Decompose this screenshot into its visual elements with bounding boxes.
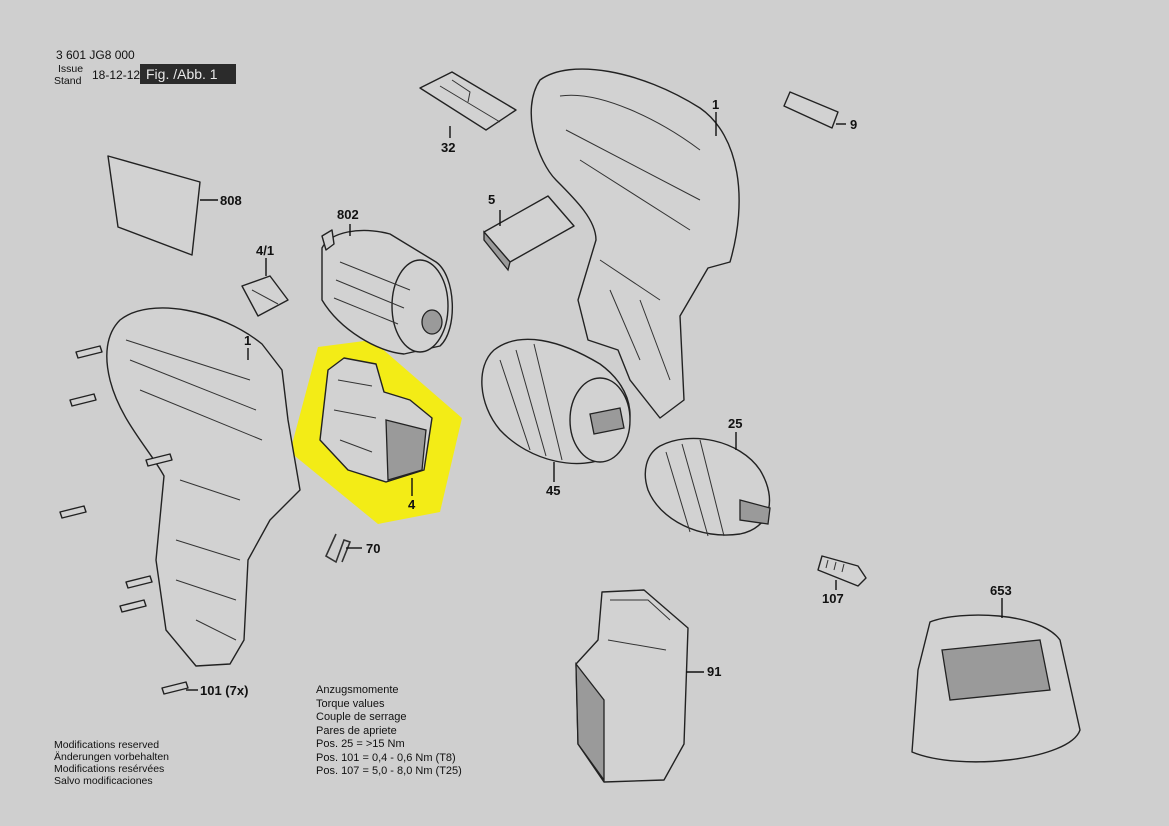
callout-808: 808	[220, 193, 242, 208]
torque-line: Torque values	[316, 697, 385, 710]
callout-91: 91	[707, 664, 722, 679]
callout-107: 107	[822, 591, 844, 606]
callout-32: 32	[441, 140, 456, 155]
torque-line: Pares de apriete	[316, 724, 397, 737]
charger-part-653	[911, 614, 1081, 763]
note-line: Modifications resérvées	[54, 763, 165, 775]
callout-4: 4	[408, 497, 416, 512]
switch-part-4	[319, 357, 433, 483]
callout-4-1: 4/1	[256, 243, 275, 258]
callout-9: 9	[850, 117, 858, 132]
stand-label: Stand	[54, 75, 82, 87]
housing-left-part-1	[106, 307, 301, 667]
slider-part-32	[419, 71, 517, 131]
callout-1-right: 1	[712, 97, 720, 112]
document-number: 3 601 JG8 000	[56, 48, 135, 62]
issue-label: Issue	[58, 63, 84, 75]
modifications-notes: Modifications reserved Änderungen vorbeh…	[54, 739, 169, 787]
gearbox-part-45	[481, 338, 631, 465]
battery-part-91	[575, 589, 689, 783]
figure-label: Fig. /Abb. 1	[140, 64, 236, 84]
callout-101: 101 (7x)	[200, 683, 249, 698]
callout-45: 45	[546, 483, 561, 498]
callout-653: 653	[990, 583, 1012, 598]
torque-line: Pos. 107 = 5,0 - 8,0 Nm (T25)	[316, 765, 462, 777]
strip-part-9	[783, 91, 839, 129]
chuck-part-25	[644, 437, 771, 537]
cover-part-5	[483, 195, 575, 272]
callout-802: 802	[337, 207, 359, 222]
label-sticker-808	[107, 155, 201, 256]
callout-70: 70	[366, 541, 381, 556]
callout-1-left: 1	[244, 333, 252, 348]
screws-part-101	[59, 345, 189, 695]
motor-part-802	[321, 229, 454, 355]
torque-values-block: Anzugsmomente Torque values Couple de se…	[316, 684, 462, 779]
callout-5: 5	[488, 192, 496, 207]
note-line: Modifications reserved	[54, 739, 160, 751]
torque-line: Anzugsmomente	[316, 684, 399, 696]
clip-part-70	[324, 533, 352, 564]
issue-date: 18-12-12	[92, 68, 141, 82]
torque-line: Pos. 101 = 0,4 - 0,6 Nm (T8)	[316, 751, 456, 764]
bushing-part-4-1	[241, 275, 289, 317]
leader-lines	[186, 112, 1003, 691]
torque-line: Couple de serrage	[316, 711, 407, 723]
callout-25: 25	[728, 416, 743, 431]
note-line: Änderungen vorbehalten	[54, 751, 170, 763]
note-line: Salvo modificaciones	[54, 775, 153, 787]
torque-line: Pos. 25 = >15 Nm	[316, 738, 405, 750]
housing-right-part-1	[530, 68, 740, 419]
screw-part-107	[817, 555, 867, 587]
